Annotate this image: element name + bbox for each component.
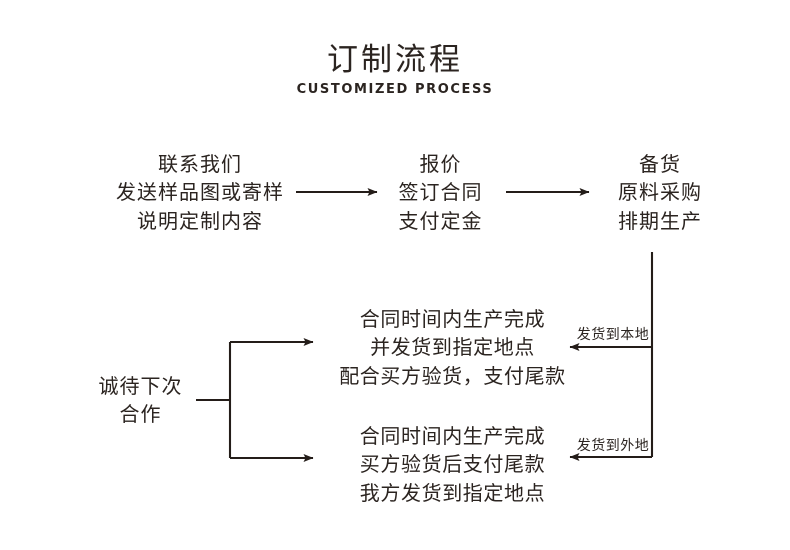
edge-label-ship-local: 发货到本地	[576, 327, 650, 343]
page-title: 订制流程	[327, 42, 463, 78]
flow-step-quote: 报价 签订合同 支付定金	[398, 152, 483, 233]
flow-branch-remote-detail: 合同时间内生产完成 买方验货后支付尾款 我方发货到指定地点	[359, 424, 546, 505]
flow-step-contact: 联系我们 发送样品图或寄样 说明定制内容	[116, 152, 284, 233]
flow-step-closing: 诚待下次 合作	[98, 374, 183, 427]
flow-branch-local-detail: 合同时间内生产完成 并发货到指定地点 配合买方验货，支付尾款	[339, 307, 566, 388]
flow-step-stock: 备货 原料采购 排期生产	[618, 152, 702, 233]
edge-label-ship-remote: 发货到外地	[576, 438, 650, 454]
page-subtitle: CUSTOMIZED PROCESS	[296, 82, 494, 97]
